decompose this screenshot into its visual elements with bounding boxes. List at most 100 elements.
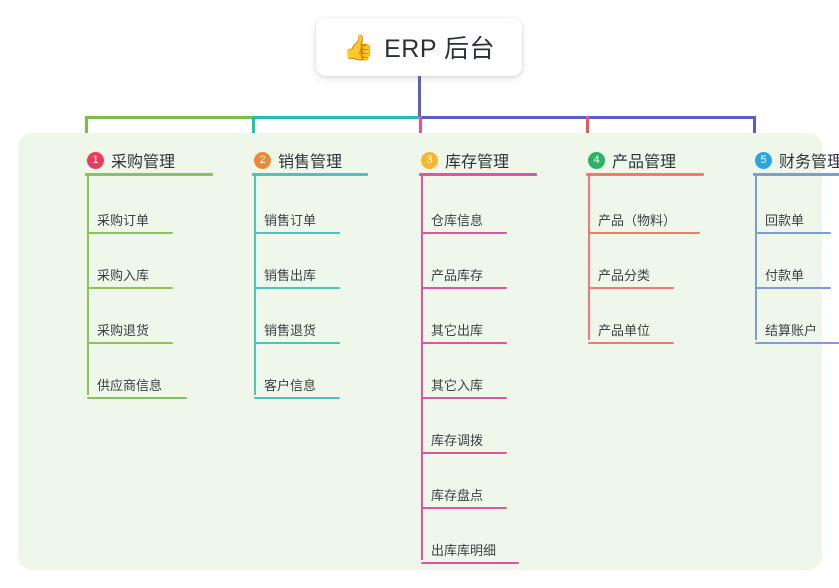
category-badge-5: 5	[755, 151, 772, 169]
leaf-item-rule	[87, 232, 173, 234]
leaf-item-label: 出库库明细	[431, 543, 497, 558]
leaf-item-label: 结算账户	[765, 323, 818, 338]
drop-connector-2	[252, 116, 255, 146]
root-node-erp-backend[interactable]: 👍 ERP 后台	[316, 18, 522, 76]
category-title-2: 销售管理	[278, 154, 343, 171]
category-spine-3	[421, 173, 423, 560]
leaf-item[interactable]: 产品分类	[588, 234, 686, 289]
category-spine-2	[254, 173, 256, 395]
leaf-item-rule	[421, 507, 507, 509]
leaf-item-rule	[87, 342, 173, 344]
category-badge-1: 1	[87, 151, 104, 169]
category-badge-4: 4	[588, 151, 605, 169]
leaf-item[interactable]: 采购入库	[87, 234, 185, 289]
category-title-4: 产品管理	[612, 154, 677, 171]
leaf-item-rule	[755, 342, 839, 344]
leaf-item[interactable]: 客户信息	[254, 344, 352, 399]
leaf-item[interactable]: 结算账户	[755, 289, 839, 344]
category-title-3: 库存管理	[445, 154, 510, 171]
category-rule-1	[85, 173, 213, 176]
leaf-item-rule	[254, 397, 340, 399]
leaf-item-label: 付款单	[765, 268, 805, 283]
leaf-item-label: 采购订单	[97, 213, 150, 228]
leaf-item-rule	[87, 397, 187, 399]
root-stem-connector	[418, 76, 421, 117]
category-header-4[interactable]: 4 产品管理	[568, 145, 676, 175]
leaf-item-label: 产品分类	[598, 268, 651, 283]
category-header-3[interactable]: 3 库存管理	[401, 145, 509, 175]
category-title-5: 财务管理	[779, 154, 839, 171]
leaf-item[interactable]: 其它出库	[421, 289, 519, 344]
leaf-item-label: 供应商信息	[97, 378, 163, 393]
leaf-item[interactable]: 库存调拨	[421, 399, 519, 454]
category-header-5[interactable]: 5 财务管理	[735, 145, 839, 175]
leaf-item-rule	[421, 287, 507, 289]
leaf-item[interactable]: 其它入库	[421, 344, 519, 399]
category-spine-1	[87, 173, 89, 395]
leaf-item[interactable]: 采购订单	[87, 179, 185, 234]
category-spine-5	[755, 173, 757, 340]
category-spine-4	[588, 173, 590, 340]
category-header-1[interactable]: 1 采购管理	[67, 145, 175, 175]
leaf-item-rule	[588, 342, 674, 344]
category-badge-3: 3	[421, 151, 438, 169]
drop-connector-1	[85, 116, 88, 146]
leaf-item-label: 采购入库	[97, 268, 150, 283]
leaf-item-rule	[588, 287, 674, 289]
leaf-item[interactable]: 产品库存	[421, 234, 519, 289]
leaf-item[interactable]: 销售出库	[254, 234, 352, 289]
leaf-item-label: 客户信息	[264, 378, 317, 393]
leaf-item-rule	[87, 287, 173, 289]
leaf-item-label: 产品单位	[598, 323, 651, 338]
leaf-item[interactable]: 产品单位	[588, 289, 686, 344]
bus-green	[85, 116, 252, 119]
leaf-item[interactable]: 库存盘点	[421, 454, 519, 509]
leaf-item[interactable]: 销售订单	[254, 179, 352, 234]
leaf-item-rule	[588, 232, 700, 234]
leaf-item-rule	[421, 562, 519, 564]
leaf-item[interactable]: 出库库明细	[421, 509, 531, 564]
leaf-item-rule	[254, 342, 340, 344]
category-rule-5	[753, 173, 839, 176]
category-rule-3	[419, 173, 537, 176]
category-rule-2	[252, 173, 368, 176]
leaf-item[interactable]: 产品（物料）	[588, 179, 712, 234]
category-rule-4	[586, 173, 704, 176]
leaf-item-rule	[421, 397, 507, 399]
category-title-1: 采购管理	[111, 154, 176, 171]
leaf-item-label: 销售订单	[264, 213, 317, 228]
leaf-item[interactable]: 仓库信息	[421, 179, 519, 234]
leaf-item-label: 采购退货	[97, 323, 150, 338]
leaf-item-rule	[755, 232, 831, 234]
leaf-item-label: 销售出库	[264, 268, 317, 283]
leaf-item-label: 回款单	[765, 213, 805, 228]
leaf-item-label: 其它出库	[431, 323, 484, 338]
drop-connector-5	[753, 116, 756, 146]
leaf-item-label: 其它入库	[431, 378, 484, 393]
leaf-item-label: 库存盘点	[431, 488, 484, 503]
thumbs-up-icon: 👍	[342, 32, 375, 62]
category-badge-2: 2	[254, 151, 271, 169]
drop-connector-4	[586, 116, 589, 146]
leaf-item[interactable]: 采购退货	[87, 289, 185, 344]
root-node-title: ERP 后台	[384, 35, 496, 63]
leaf-item-label: 产品库存	[431, 268, 484, 283]
leaf-item[interactable]: 付款单	[755, 234, 839, 289]
leaf-item-rule	[421, 342, 507, 344]
leaf-item-rule	[254, 287, 340, 289]
leaf-item[interactable]: 供应商信息	[87, 344, 199, 399]
leaf-item[interactable]: 销售退货	[254, 289, 352, 344]
category-header-2[interactable]: 2 销售管理	[234, 145, 342, 175]
leaf-item-rule	[254, 232, 340, 234]
bus-teal	[252, 116, 419, 119]
leaf-item-label: 产品（物料）	[598, 213, 677, 228]
drop-connector-3	[419, 116, 422, 146]
leaf-item-label: 库存调拨	[431, 433, 484, 448]
leaf-item-label: 销售退货	[264, 323, 317, 338]
leaf-item-rule	[421, 452, 507, 454]
leaf-item-label: 仓库信息	[431, 213, 484, 228]
leaf-item[interactable]: 回款单	[755, 179, 839, 234]
leaf-item-rule	[421, 232, 507, 234]
leaf-item-rule	[755, 287, 831, 289]
